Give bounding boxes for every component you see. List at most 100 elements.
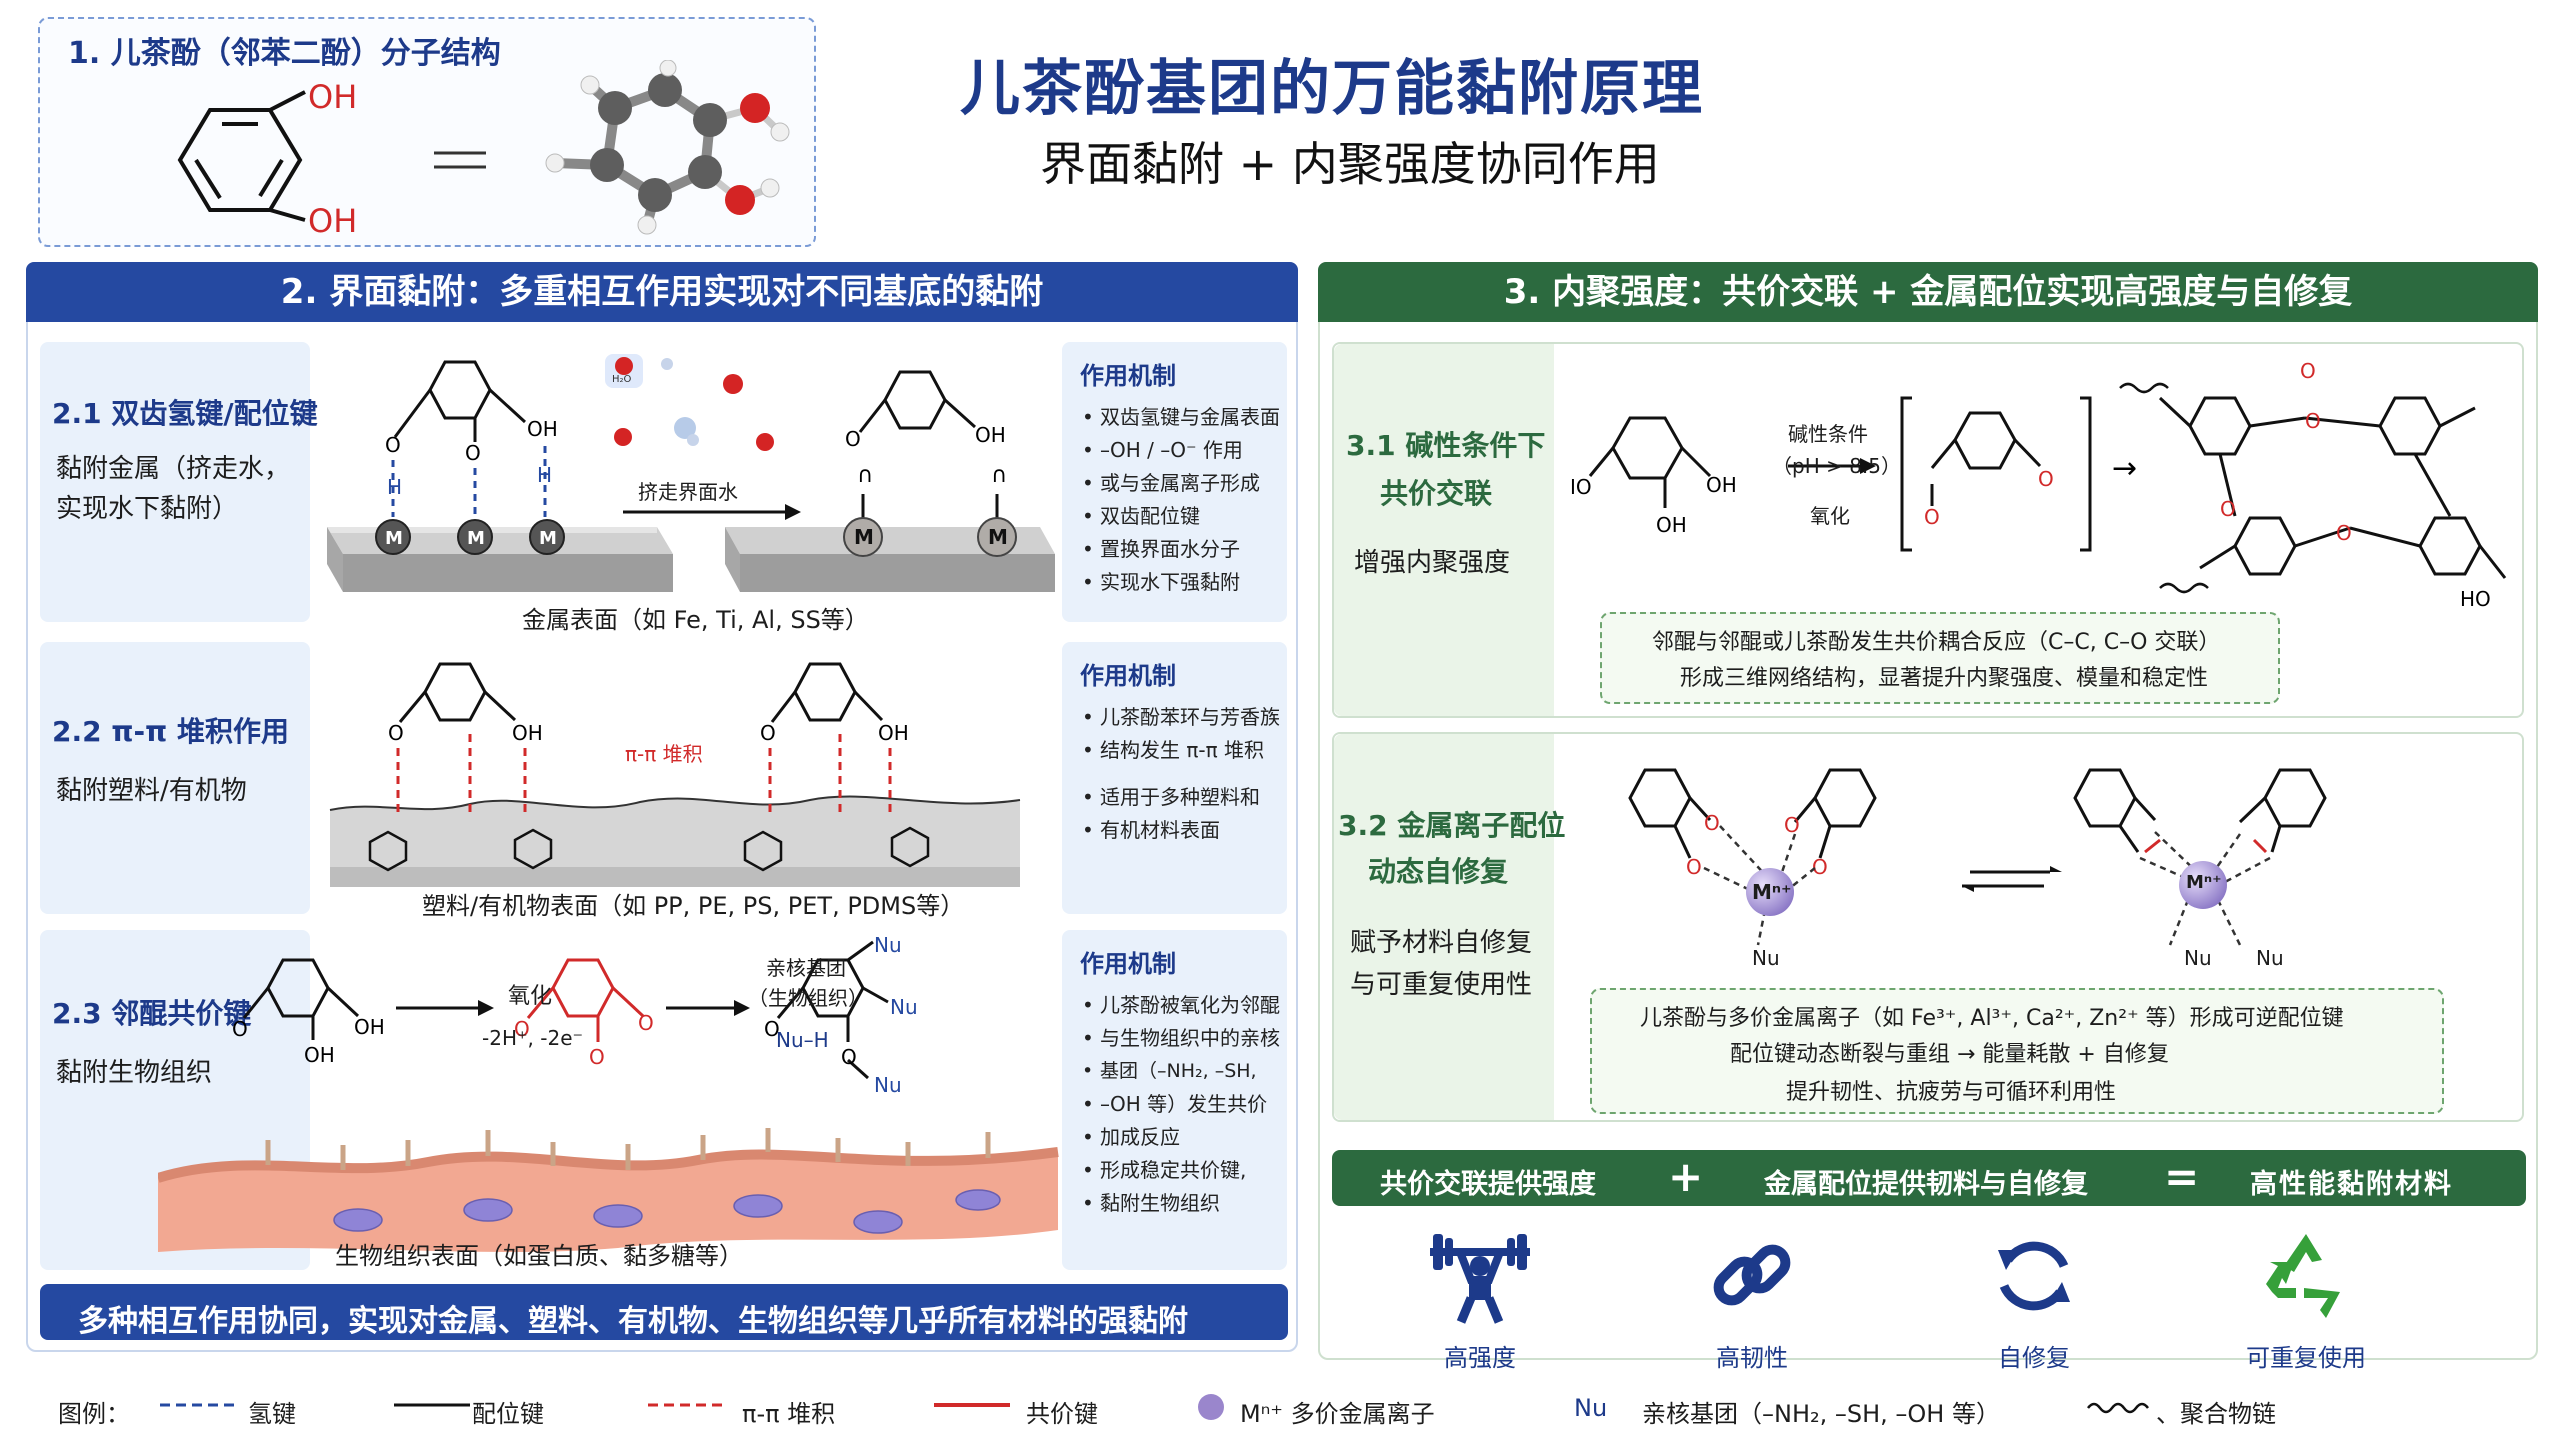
svg-text:OH: OH	[527, 417, 558, 441]
svg-text:O: O	[638, 1011, 654, 1035]
sec1-title: 1. 儿茶酚（邻苯二酚）分子结构	[68, 36, 501, 71]
svg-text:→: →	[2112, 451, 2137, 486]
legend-nu-symbol: Nu	[1574, 1394, 1608, 1422]
metal-ion-label-left: Mⁿ⁺	[1752, 880, 1792, 904]
summary-metal: 金属配位提供韧料与自修复	[1764, 1169, 2088, 1200]
mech-2-1: 作用机制 双齿氢键与金属表面 –OH / –O⁻ 作用 或与金属离子形成 双齿配…	[1062, 342, 1287, 622]
feature-self-healing-label: 自修复	[1998, 1344, 2070, 1372]
sub-2-1-title: 2.1 双齿氢键/配位键	[52, 397, 318, 430]
svg-text:H: H	[537, 463, 552, 487]
mech-2-2-bullet-2: 结构发生 π-π 堆积	[1080, 734, 1287, 767]
catechol-2d-structure	[177, 90, 306, 222]
mech-2-3-bullet-2: 与生物组织中的亲核	[1080, 1022, 1287, 1055]
svg-text:O: O	[845, 427, 861, 451]
svg-text:O: O	[1924, 505, 1940, 529]
svg-text:Nu: Nu	[874, 933, 902, 957]
svg-text:O: O	[514, 1017, 530, 1041]
sec2-header: 2. 界面黏附：多重相互作用实现对不同基底的黏附	[26, 262, 1298, 322]
page-title: 儿茶酚基团的万能黏附原理	[960, 54, 1704, 124]
legend-covalent: 共价键	[1026, 1400, 1098, 1428]
svg-text:O: O	[760, 721, 776, 745]
mech-2-1-bullet-1: 双齿氢键与金属表面	[1080, 401, 1287, 434]
mech-2-1-bullet-5: 置换界面水分子	[1080, 533, 1287, 566]
sub-3-1-frame	[1332, 342, 2524, 718]
nucleophile-label-2: （生物组织）	[748, 986, 868, 1010]
sub-3-2-note	[1590, 988, 2444, 1114]
legend-metal-ion: Mⁿ⁺ 多价金属离子	[1240, 1400, 1435, 1428]
svg-text:O: O	[385, 433, 401, 457]
sub-3-2-frame	[1332, 732, 2524, 1122]
svg-text:Nu: Nu	[890, 995, 918, 1019]
mech-2-3-bullet-6: 形成稳定共价键,	[1080, 1154, 1287, 1187]
sub-2-2-label	[40, 642, 310, 914]
feature-toughness: 高韧性	[1642, 1226, 1862, 1373]
sub-3-2-note-3: 提升韧性、抗疲劳与可循环利用性	[1786, 1080, 2117, 1105]
cycle-arrows-icon	[1998, 1241, 2070, 1311]
mech-2-3: 作用机制 儿茶酚被氧化为邻醌 与生物组织中的亲核 基团（–NH₂, –SH, –…	[1062, 930, 1287, 1270]
svg-text:O: O	[2336, 521, 2352, 545]
sub-2-2-desc: 黏附塑料/有机物	[56, 776, 247, 806]
sec3-header: 3. 内聚强度：共价交联 + 金属配位实现高强度与自修复	[1318, 262, 2538, 322]
svg-text:M: M	[988, 525, 1008, 549]
oxidation-label: 氧化	[508, 984, 553, 1009]
svg-text:OH: OH	[1656, 513, 1687, 537]
sub-2-3-title: 2.3 邻醌共价键	[52, 997, 252, 1030]
legend-polymer-chain-icon	[2087, 1402, 2149, 1414]
svg-text:M: M	[539, 528, 557, 549]
legend-coordination: 配位键	[472, 1400, 544, 1428]
sub-3-2-label	[1334, 734, 1554, 1120]
svg-text:M: M	[385, 528, 403, 549]
molecule-structure-card	[38, 17, 816, 247]
svg-text:O: O	[2305, 409, 2321, 433]
sub-3-1-desc: 增强内聚强度	[1354, 548, 1511, 578]
sec2-banner	[40, 1284, 1288, 1340]
sub-3-1-title-2: 共价交联	[1380, 477, 1493, 510]
sub-3-2-desc-1: 赋予材料自修复	[1350, 928, 1533, 958]
sub-2-1-desc-2: 实现水下黏附）	[56, 494, 239, 524]
legend-label: 图例：	[58, 1400, 130, 1428]
feature-strength: 高强度	[1370, 1226, 1590, 1373]
svg-text:OH: OH	[878, 721, 909, 745]
mech-2-3-title: 作用机制	[1080, 950, 1176, 978]
mech-2-1-bullet-2: –OH / –O⁻ 作用	[1080, 434, 1287, 467]
metal-ion-label-right: Mⁿ⁺	[2186, 872, 2222, 893]
svg-text:IO: IO	[1570, 475, 1592, 499]
legend-pi-stacking: π-π 堆积	[742, 1400, 836, 1428]
nu-h-label: Nu–H	[776, 1028, 829, 1052]
feature-strength-label: 高强度	[1444, 1344, 1516, 1372]
mech-2-2-bullet-4: 有机材料表面	[1080, 814, 1287, 847]
chain-link-icon	[1713, 1244, 1791, 1306]
feature-toughness-label: 高韧性	[1716, 1344, 1788, 1372]
sub-3-1-note-1: 邻醌与邻醌或儿茶酚发生共价耦合反应（C–C, C–O 交联）	[1652, 630, 2221, 655]
cond-ph: （pH > 8.5）	[1772, 454, 1902, 478]
summary-result: 高性能黏附材料	[2250, 1169, 2453, 1200]
metal-surface-label: 金属表面（如 Fe, Ti, Al, SS等）	[522, 606, 869, 634]
summary-plus: +	[1668, 1152, 1704, 1201]
weightlifter-icon	[1430, 1234, 1530, 1324]
sec2-banner-text: 多种相互作用协同，实现对金属、塑料、有机物、生物组织等几乎所有材料的强黏附	[78, 1304, 1188, 1339]
sub-3-1-label	[1334, 344, 1554, 716]
mech-2-2: 作用机制 儿茶酚苯环与芳香族 结构发生 π-π 堆积 适用于多种塑料和 有机材料…	[1062, 642, 1287, 914]
svg-text:M: M	[854, 525, 874, 549]
mech-2-3-bullet-3: 基团（–NH₂, –SH,	[1080, 1055, 1287, 1088]
plastic-surface-label: 塑料/有机物表面（如 PP, PE, PS, PET, PDMS等）	[422, 892, 965, 920]
legend-hbond-line	[160, 1403, 236, 1407]
svg-text:O: O	[841, 1045, 857, 1069]
sub-3-2-title-2: 动态自修复	[1368, 855, 1509, 888]
sub-3-2-title-1: 3.2 金属离子配位	[1338, 809, 1566, 842]
feature-self-healing: 自修复	[1924, 1226, 2144, 1373]
sub-3-2-note-1: 儿茶酚与多价金属离子（如 Fe³⁺, Al³⁺, Ca²⁺, Zn²⁺ 等）形成…	[1640, 1006, 2344, 1031]
mech-2-1-bullet-3: 或与金属离子形成	[1080, 467, 1287, 500]
page-subtitle: 界面黏附 + 内聚强度协同作用	[1040, 137, 1660, 191]
svg-text:O: O	[2220, 497, 2236, 521]
mech-2-3-bullet-7: 黏附生物组织	[1080, 1187, 1287, 1220]
summary-equals: =	[2164, 1152, 2200, 1201]
sub-2-1-label	[40, 342, 310, 622]
oxidation-sub-label: -2H⁺, -2e⁻	[482, 1026, 584, 1050]
svg-text:OH: OH	[304, 1043, 335, 1067]
summary-bar	[1332, 1150, 2526, 1206]
nu-label-right-2: Nu	[2256, 946, 2284, 970]
